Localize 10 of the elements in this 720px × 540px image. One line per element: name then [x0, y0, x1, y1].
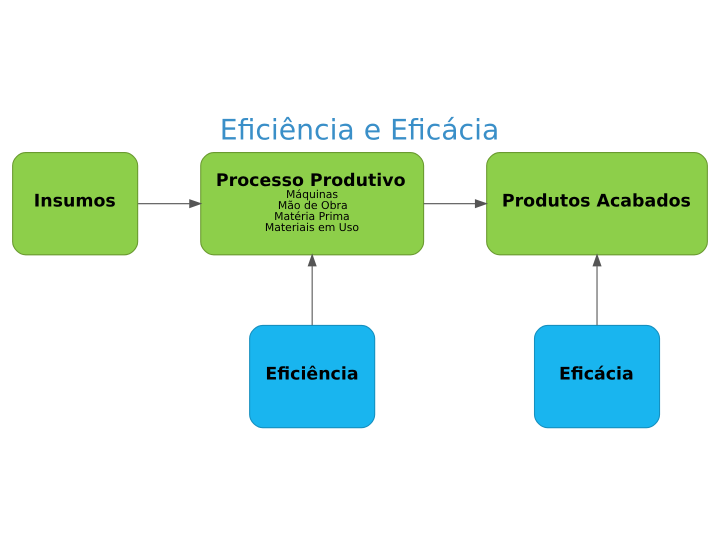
arrow	[424, 199, 488, 208]
diagram-title: Eficiência e Eficácia	[220, 113, 500, 146]
node-box: Processo Produtivo Máquinas Mão de Obra Matéria Prima Materiais em Uso	[200, 152, 424, 256]
arrow	[592, 253, 602, 326]
arrow	[138, 199, 202, 208]
node-box: Eficácia	[534, 324, 660, 428]
node-box: Insumos	[12, 152, 138, 256]
arrow	[308, 253, 317, 326]
node-box: Produtos Acabados	[486, 152, 708, 256]
node-box: Eficiência	[249, 324, 376, 428]
